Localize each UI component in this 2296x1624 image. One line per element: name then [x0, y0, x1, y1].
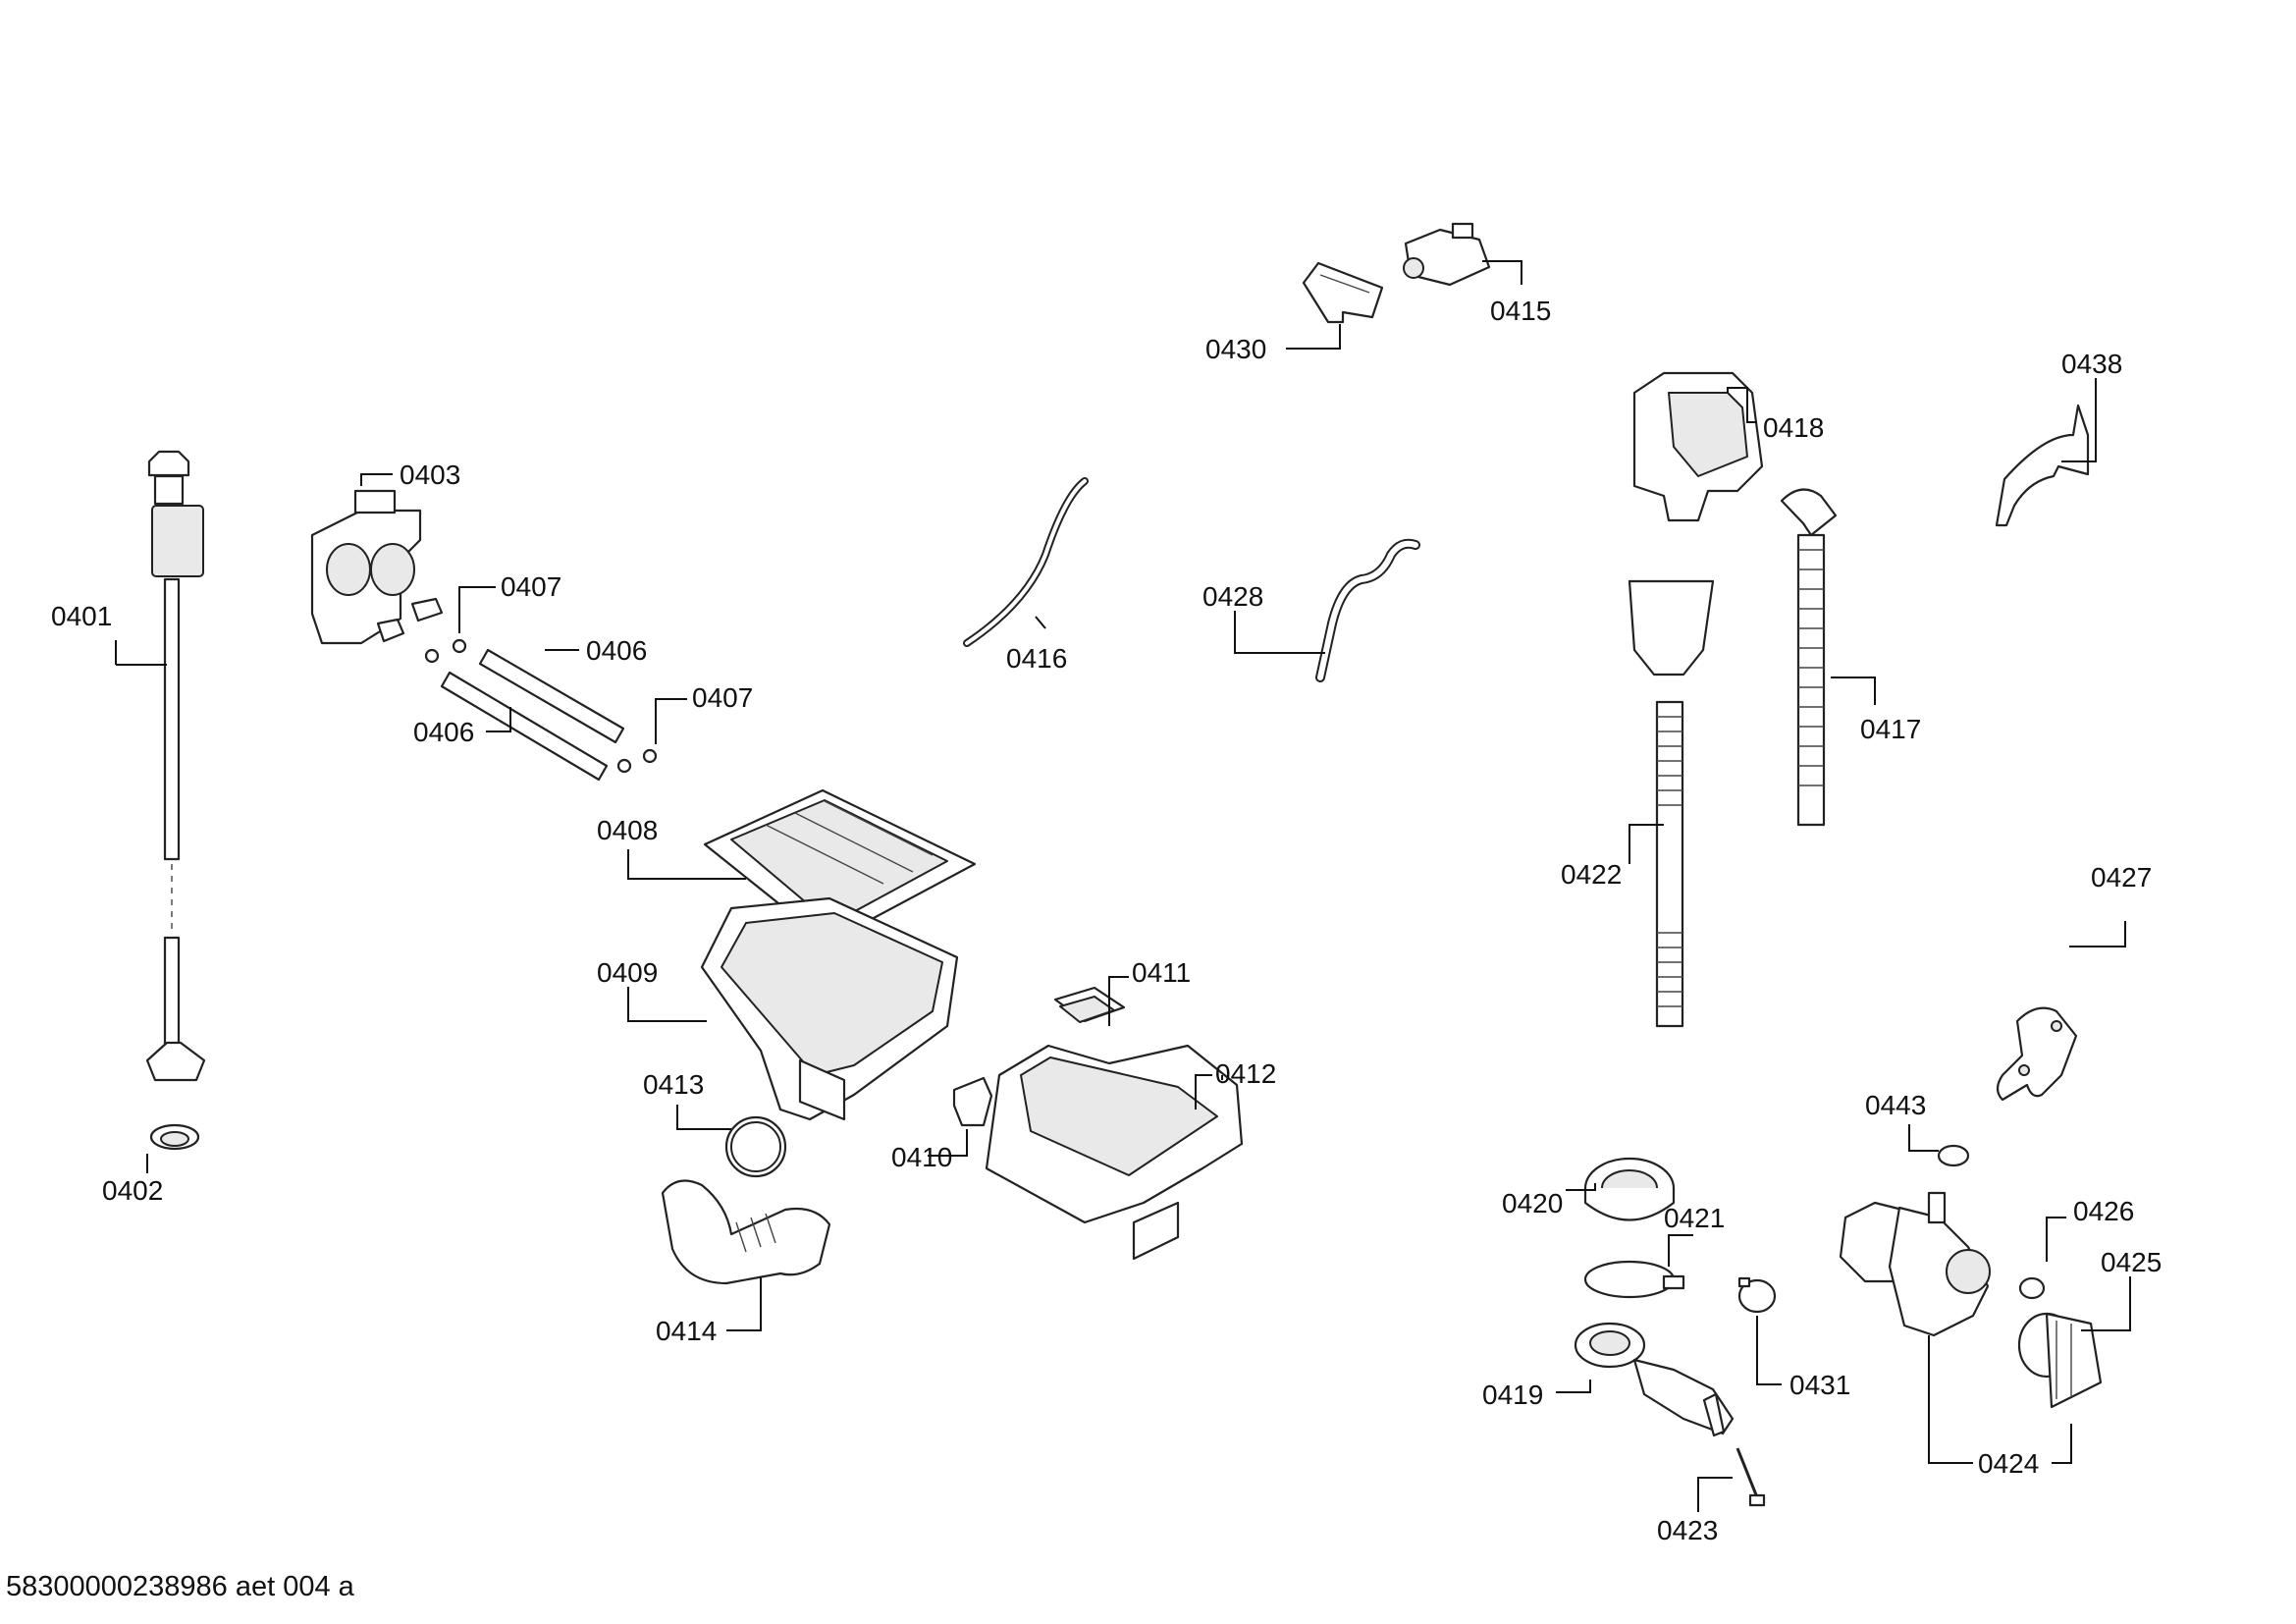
label-0411: 0411	[1132, 957, 1191, 988]
part-0422-overflow-hose[interactable]	[1628, 579, 1715, 1028]
part-0401-inlet-hose[interactable]	[145, 450, 206, 1082]
part-0423-screw[interactable]	[1735, 1447, 1766, 1507]
part-0406-hose-lower[interactable]	[440, 671, 609, 782]
label-0403: 0403	[400, 460, 460, 490]
part-0427-bracket[interactable]	[1996, 1006, 2078, 1102]
part-0407-clips-lower[interactable]	[616, 748, 658, 774]
label-0421: 0421	[1664, 1203, 1725, 1233]
label-0410: 0410	[891, 1142, 952, 1172]
part-0425-pump-filter[interactable]	[2017, 1312, 2103, 1409]
part-0426-pump-seal[interactable]	[2018, 1276, 2046, 1300]
label-0406-a: 0406	[586, 635, 647, 666]
label-0431: 0431	[1789, 1370, 1850, 1400]
label-0428: 0428	[1202, 581, 1263, 612]
part-0421-hose-clamp[interactable]	[1583, 1260, 1685, 1299]
label-0412: 0412	[1215, 1058, 1276, 1089]
part-0403-inlet-valve[interactable]	[310, 489, 444, 645]
label-0413: 0413	[643, 1069, 704, 1100]
label-0415: 0415	[1490, 296, 1551, 326]
part-0415-pressure-switch[interactable]	[1403, 222, 1491, 287]
part-0419-sump-hose[interactable]	[1574, 1322, 1735, 1437]
part-0402-filter[interactable]	[149, 1123, 200, 1151]
part-0430-holder[interactable]	[1302, 261, 1384, 324]
label-0402: 0402	[102, 1175, 163, 1206]
label-0407-a: 0407	[501, 571, 561, 602]
label-0426: 0426	[2073, 1196, 2134, 1226]
part-0418-aqua-sensor-housing[interactable]	[1632, 371, 1764, 522]
label-0401: 0401	[51, 601, 112, 631]
part-0414-bellows-hose[interactable]	[661, 1179, 831, 1285]
label-0424: 0424	[1978, 1448, 2039, 1479]
part-0413-seal-ring[interactable]	[724, 1115, 787, 1178]
label-0430: 0430	[1205, 334, 1266, 364]
label-0409: 0409	[597, 957, 658, 988]
part-0417-drain-hose[interactable]	[1780, 488, 1838, 827]
label-0438: 0438	[2061, 349, 2122, 379]
label-0425: 0425	[2101, 1247, 2162, 1277]
label-0443: 0443	[1865, 1090, 1926, 1120]
label-0417: 0417	[1860, 714, 1921, 744]
label-0418: 0418	[1763, 412, 1824, 443]
part-0410-siphon-cap[interactable]	[952, 1076, 993, 1127]
label-0407-b: 0407	[692, 682, 753, 713]
label-0420: 0420	[1502, 1188, 1563, 1218]
label-0408: 0408	[597, 815, 658, 845]
part-0411-insert[interactable]	[1053, 986, 1126, 1023]
part-0409-dispenser-housing[interactable]	[700, 896, 959, 1121]
part-0408-dispenser-cover[interactable]	[703, 788, 977, 945]
part-0428-hose[interactable]	[1315, 538, 1420, 682]
part-0431-clamp[interactable]	[1737, 1276, 1777, 1314]
part-0406-hose-upper[interactable]	[478, 648, 625, 744]
document-id: 58300000238986 aet 004 a	[6, 1571, 354, 1602]
part-0412-detergent-drawer[interactable]	[985, 1044, 1244, 1261]
part-0420-tub-seal[interactable]	[1583, 1157, 1676, 1221]
label-0419: 0419	[1482, 1380, 1543, 1410]
part-0438-hook[interactable]	[1995, 404, 2090, 527]
label-0406-b: 0406	[413, 717, 474, 747]
label-0416: 0416	[1006, 643, 1067, 674]
label-0423: 0423	[1657, 1515, 1718, 1545]
part-0416-pressure-tube[interactable]	[963, 477, 1089, 647]
label-0422: 0422	[1561, 859, 1622, 890]
part-0407-clips-upper[interactable]	[424, 638, 467, 664]
part-0424-drain-pump[interactable]	[1839, 1191, 1991, 1337]
label-0427: 0427	[2091, 862, 2152, 893]
label-0414: 0414	[656, 1316, 717, 1346]
part-0443-clip[interactable]	[1937, 1144, 1970, 1167]
